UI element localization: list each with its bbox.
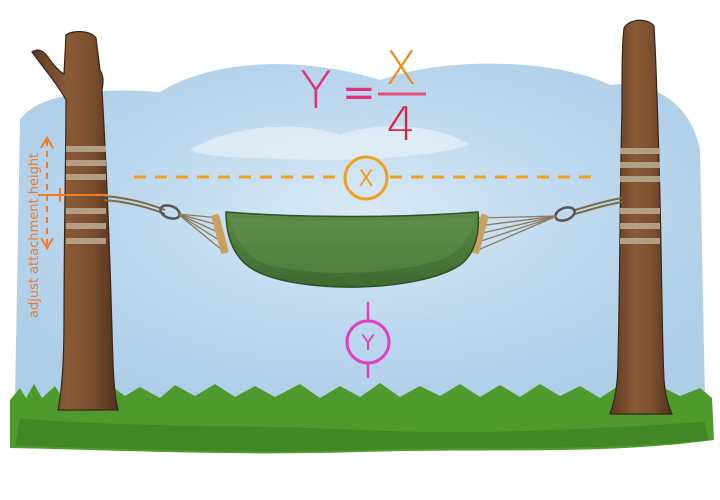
- side-label: adjust attachment height: [27, 153, 42, 318]
- x-marker-label: X: [358, 167, 373, 192]
- right-strap: [620, 148, 660, 244]
- y-marker-label: Y: [361, 331, 375, 355]
- formula-equals: =: [342, 70, 376, 116]
- right-tree: [609, 19, 673, 415]
- grass-shade: [15, 418, 708, 452]
- hammock-shadow: [230, 218, 475, 273]
- adjust-height-indicator: [38, 136, 108, 250]
- formula: Y = X 4: [300, 41, 426, 151]
- formula-numerator: X: [385, 41, 417, 95]
- x-marker: X: [343, 155, 389, 201]
- y-marker: Y: [345, 302, 391, 378]
- left-strap: [66, 146, 106, 244]
- right-trunk: [609, 19, 673, 415]
- left-trunk: [31, 31, 119, 411]
- formula-denominator: 4: [386, 97, 415, 151]
- hammock-fabric: [225, 211, 480, 288]
- cloud-patch: [190, 126, 470, 160]
- carabiner-right: [554, 206, 576, 222]
- spreader-bars: [211, 214, 489, 254]
- hammock-strings: [177, 213, 558, 251]
- formula-lhs: Y: [300, 61, 332, 121]
- left-tree: [31, 31, 119, 411]
